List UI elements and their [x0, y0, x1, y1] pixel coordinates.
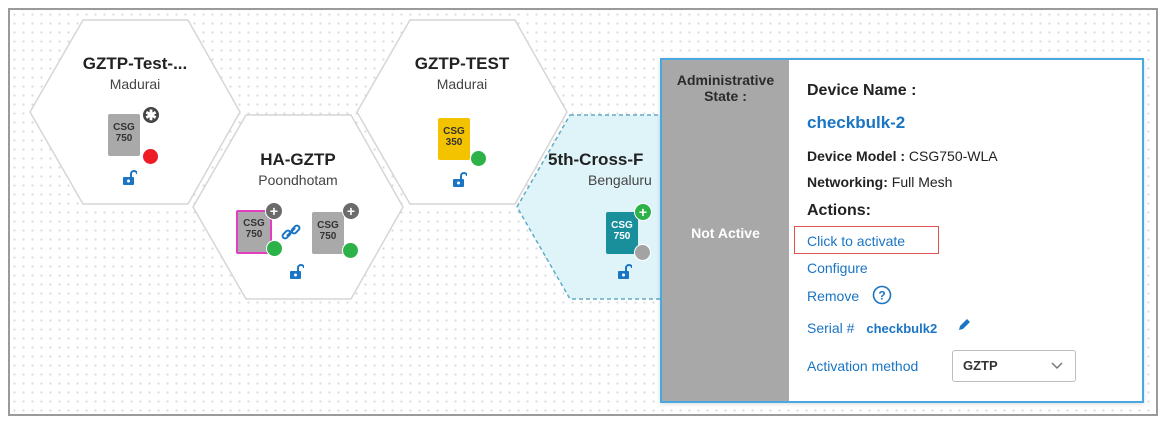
device-model-row: Device Model : CSG750-WLA: [807, 148, 998, 164]
site-location: Madurai: [436, 76, 488, 92]
device-model-line2: 750: [613, 231, 631, 242]
site-card[interactable]: GZTP-Test-... Madurai: [60, 54, 210, 92]
help-circle-icon[interactable]: ?: [872, 285, 892, 305]
site-location: Madurai: [109, 76, 161, 92]
device-model-line2: 750: [319, 231, 337, 242]
unlock-icon[interactable]: [121, 170, 137, 186]
site-location: Bengaluru: [588, 172, 652, 188]
actions-heading: Actions:: [807, 202, 871, 219]
chevron-down-icon: [1051, 362, 1063, 370]
hex-site-gztp-test-1[interactable]: [29, 19, 241, 205]
networking-label: Networking:: [807, 174, 888, 190]
remove-link[interactable]: Remove: [807, 288, 860, 304]
device-icon-csg750[interactable]: CSG 750: [606, 212, 638, 254]
activation-method-select[interactable]: GZTP: [952, 350, 1076, 382]
status-green-icon: [342, 242, 359, 259]
device-icon-csg350[interactable]: CSG 350: [438, 118, 470, 160]
device-model-line1: CSG: [113, 122, 135, 133]
device-model-line1: CSG: [243, 218, 265, 229]
site-name: GZTP-Test-...: [82, 54, 188, 73]
plus-badge-icon[interactable]: +: [265, 202, 283, 220]
networking-row: Networking: Full Mesh: [807, 174, 952, 190]
device-model-label: Device Model :: [807, 148, 906, 164]
configure-link[interactable]: Configure: [807, 260, 868, 276]
device-model-line1: CSG: [443, 126, 465, 137]
status-green-icon: [266, 240, 283, 257]
device-model-line2: 350: [445, 137, 463, 148]
site-card[interactable]: HA-GZTP Poondhotam: [223, 150, 373, 188]
admin-state-value: Not Active: [691, 225, 760, 241]
device-name-label: Device Name :: [807, 82, 917, 99]
plus-badge-icon[interactable]: +: [634, 203, 652, 221]
site-card[interactable]: 5th-Cross-F Bengaluru: [540, 150, 670, 188]
status-red-icon: [142, 148, 159, 165]
site-card[interactable]: GZTP-TEST Madurai: [387, 54, 537, 92]
asterisk-badge-icon: ✱: [142, 106, 160, 124]
admin-state-column: Administrative State : Not Active: [662, 60, 789, 401]
status-gray-icon: [634, 244, 651, 261]
serial-value: checkbulk2: [866, 321, 938, 336]
activation-method-value: GZTP: [963, 358, 998, 373]
networking-value: Full Mesh: [891, 174, 953, 190]
device-model-line2: 750: [245, 229, 263, 240]
site-name: HA-GZTP: [260, 150, 336, 169]
admin-state-label: Administrative State :: [676, 72, 775, 104]
hex-site-gztp-test-2[interactable]: [356, 19, 568, 205]
site-name: GZTP-TEST: [414, 54, 510, 73]
serial-row: Serial # checkbulk2: [807, 320, 937, 336]
activation-method-label: Activation method: [807, 358, 919, 374]
unlock-icon[interactable]: [288, 264, 304, 280]
site-location: Poondhotam: [258, 172, 338, 188]
plus-badge-icon[interactable]: +: [342, 202, 360, 220]
activate-highlight-box: [794, 226, 939, 254]
click-to-activate-link[interactable]: Click to activate: [807, 233, 906, 249]
device-icon-csg750[interactable]: CSG 750: [108, 114, 140, 156]
device-name-value[interactable]: checkbulk-2: [807, 113, 906, 132]
unlock-icon[interactable]: [451, 172, 467, 188]
device-model-line1: CSG: [317, 220, 339, 231]
site-name: 5th-Cross-F: [548, 150, 644, 169]
device-model-line1: CSG: [611, 220, 633, 231]
pencil-icon[interactable]: [956, 317, 972, 333]
device-model-line2: 750: [115, 133, 133, 144]
status-green-icon: [470, 150, 487, 167]
unlock-icon[interactable]: [616, 264, 632, 280]
device-detail-panel: Administrative State : Not Active Device…: [660, 58, 1144, 403]
svg-text:?: ?: [878, 289, 885, 303]
link-icon: [281, 224, 301, 240]
serial-label: Serial #: [807, 320, 855, 336]
device-icon-csg750[interactable]: CSG 750: [312, 212, 344, 254]
device-model-value: CSG750-WLA: [908, 148, 998, 164]
